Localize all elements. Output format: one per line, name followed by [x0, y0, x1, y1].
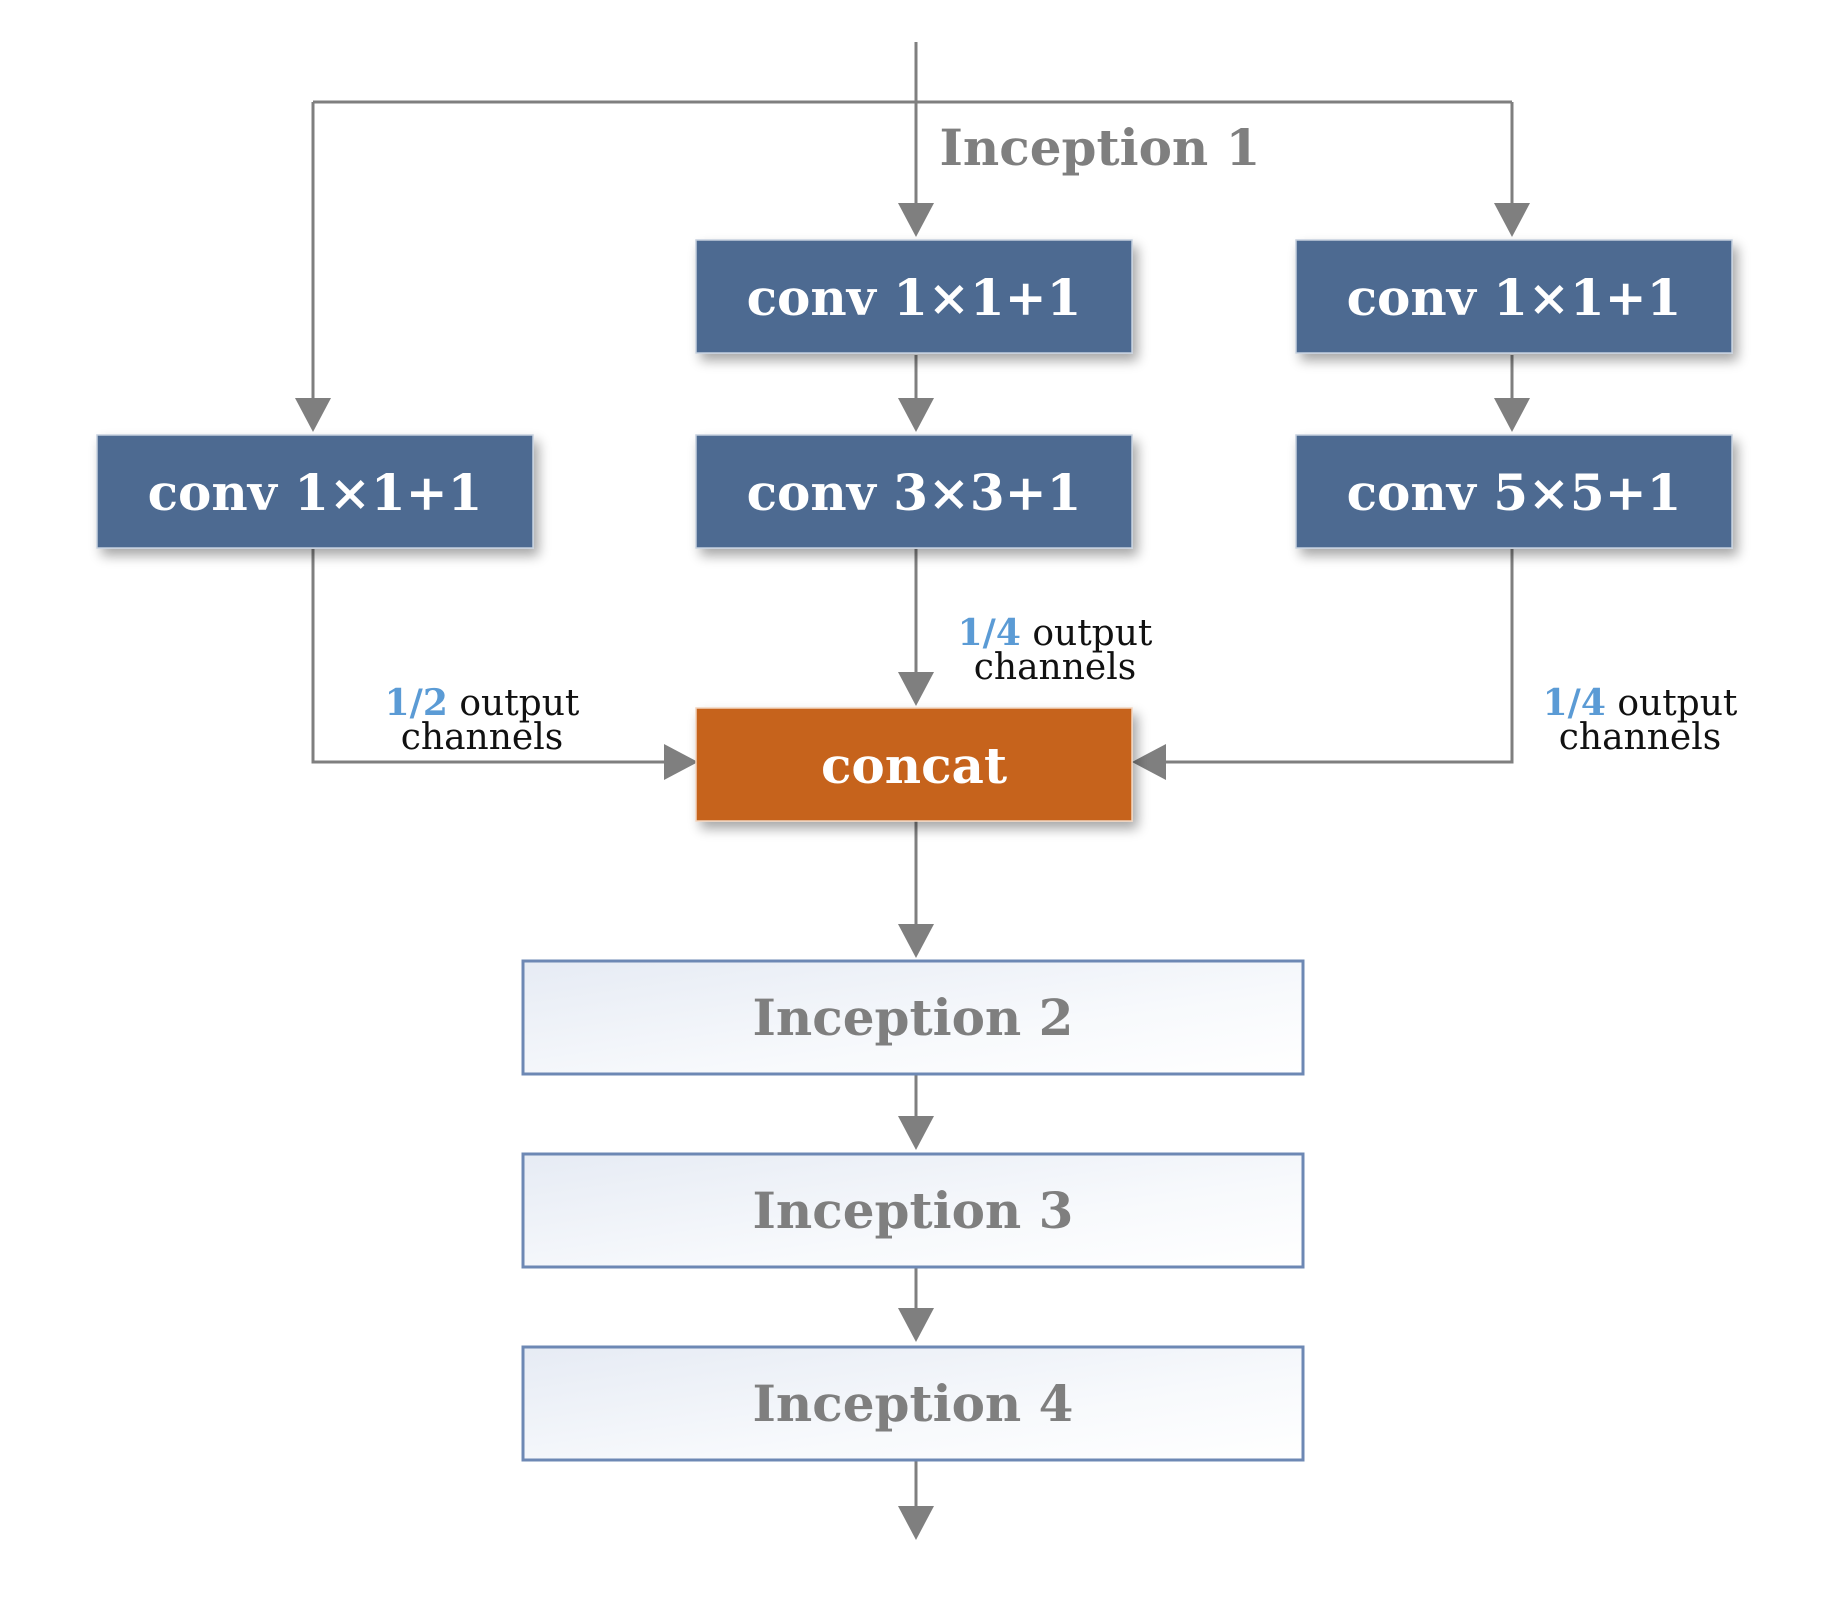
conv-middle-bottom-label: conv 3×3+1	[747, 463, 1082, 522]
conv-right-bottom-label: conv 5×5+1	[1347, 463, 1682, 522]
inception2-box: Inception 2	[521, 959, 1305, 1076]
inception4-label: Inception 4	[753, 1374, 1074, 1433]
arrowhead-down-icon	[1494, 398, 1530, 432]
concat-label: concat	[821, 736, 1007, 795]
conv-right-top: conv 1×1+1	[1295, 239, 1733, 354]
concat-box: concat	[695, 707, 1133, 822]
note-left-word: output	[459, 683, 580, 724]
inception4-box: Inception 4	[521, 1345, 1305, 1462]
arrowhead-left-icon	[1132, 744, 1166, 780]
arrowhead-down-icon	[898, 1116, 934, 1150]
note-right-fraction: 1/4	[1543, 682, 1606, 724]
arrowhead-down-icon	[898, 1308, 934, 1342]
conv-middle-top-label: conv 1×1+1	[747, 268, 1082, 327]
inception1-label: Inception 1	[940, 118, 1261, 177]
note-left-line2: channels	[401, 717, 563, 758]
note-left-fraction: 1/2	[385, 682, 448, 724]
arrowhead-down-icon	[898, 203, 934, 237]
conv-middle-bottom: conv 3×3+1	[695, 434, 1133, 549]
connectors	[311, 42, 1514, 1510]
note-middle-word: output	[1032, 613, 1153, 654]
conv-right-bottom: conv 5×5+1	[1295, 434, 1733, 549]
inception2-label: Inception 2	[753, 988, 1074, 1047]
note-middle-fraction: 1/4	[958, 612, 1021, 654]
arrowhead-down-icon	[898, 672, 934, 706]
note-middle: 1/4 output channels	[958, 612, 1153, 688]
note-left-line1: 1/2 output	[385, 682, 580, 724]
right-to-concat-line	[1162, 549, 1514, 764]
note-middle-line1: 1/4 output	[958, 612, 1153, 654]
note-right-word: output	[1617, 683, 1738, 724]
inception3-box: Inception 3	[521, 1152, 1305, 1269]
arrowhead-down-icon	[898, 1506, 934, 1540]
conv-left: conv 1×1+1	[96, 434, 534, 549]
note-right: 1/4 output channels	[1543, 682, 1738, 758]
arrowhead-down-icon	[295, 398, 331, 432]
arrowhead-down-icon	[898, 398, 934, 432]
note-right-line1: 1/4 output	[1543, 682, 1738, 724]
note-left: 1/2 output channels	[385, 682, 580, 758]
arrowhead-right-icon	[664, 744, 698, 780]
arrowheads	[295, 203, 1530, 1540]
arrowhead-down-icon	[898, 924, 934, 958]
arrowhead-down-icon	[1494, 203, 1530, 237]
conv-right-top-label: conv 1×1+1	[1347, 268, 1682, 327]
inception3-label: Inception 3	[753, 1181, 1074, 1240]
note-right-line2: channels	[1559, 717, 1721, 758]
note-middle-line2: channels	[974, 647, 1136, 688]
conv-middle-top: conv 1×1+1	[695, 239, 1133, 354]
left-to-concat-line	[311, 549, 668, 764]
conv-left-label: conv 1×1+1	[148, 463, 483, 522]
